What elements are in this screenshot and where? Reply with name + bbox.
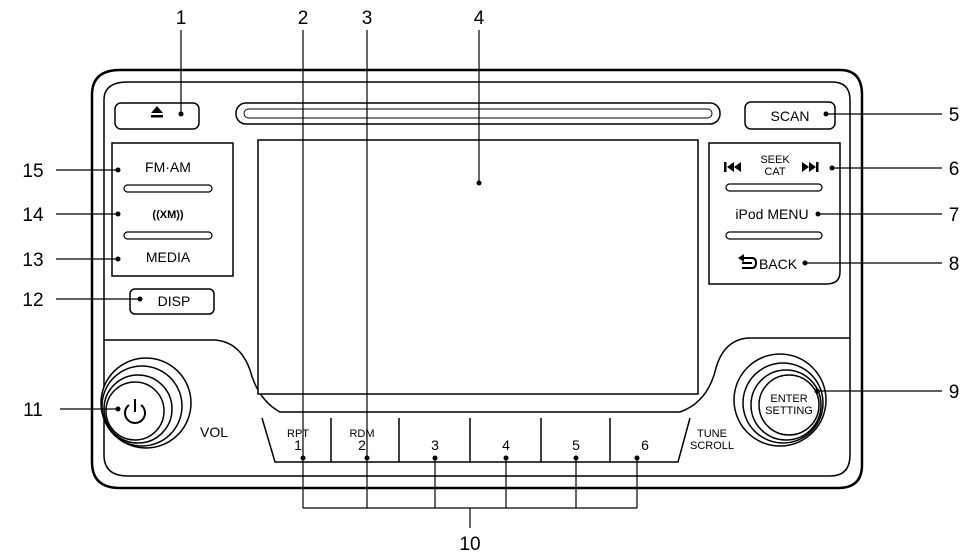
tune-label: TUNE [697, 428, 727, 440]
enter-label: ENTER [770, 393, 807, 405]
preset-button-6[interactable]: 6 [641, 437, 649, 453]
scroll-label: SCROLL [690, 440, 734, 452]
preset-number: 4 [502, 437, 510, 453]
back-arrow-icon [738, 254, 758, 269]
fm-am-label: FM·AM [145, 159, 191, 175]
xm-label: ((XM)) [152, 209, 183, 221]
right-button-group [708, 142, 841, 285]
preset-number: 1 [294, 437, 302, 453]
callout-5: 5 [949, 105, 960, 126]
unit-bezel [90, 68, 864, 490]
callout-13: 13 [22, 250, 43, 271]
display-screen [257, 139, 699, 395]
seek-label: SEEK [760, 154, 790, 166]
leader-lines [56, 30, 942, 528]
ipod-menu-button[interactable]: iPod MENU [735, 206, 808, 222]
media-label: MEDIA [146, 249, 191, 265]
preset-number: 3 [431, 437, 439, 453]
preset-button-4[interactable]: 4 [502, 437, 510, 453]
callout-1: 1 [176, 8, 187, 29]
callout-10: 10 [459, 534, 480, 555]
preset-strip [261, 417, 691, 463]
disp-button[interactable]: DISP [129, 288, 215, 315]
ipod-menu-label: iPod MENU [735, 206, 808, 222]
skip-forward-icon [802, 162, 819, 172]
scan-button[interactable]: SCAN [744, 101, 836, 130]
preset-sub-label: RPT [287, 428, 309, 440]
fm-am-button[interactable]: FM·AM [145, 159, 191, 175]
scan-label: SCAN [771, 108, 810, 124]
volume-knob[interactable] [100, 357, 192, 449]
leader-dots [115, 111, 835, 461]
power-icon [124, 399, 146, 424]
skip-back-icon [724, 162, 741, 172]
back-button[interactable]: BACK [738, 254, 798, 272]
preset-button-3[interactable]: 3 [431, 437, 439, 453]
preset-number: 2 [358, 437, 366, 453]
callout-6: 6 [949, 159, 960, 180]
left-button-group [111, 142, 234, 277]
eject-icon [151, 106, 163, 118]
xm-button[interactable]: ((XM)) [152, 209, 183, 221]
disp-label: DISP [158, 293, 191, 309]
disc-slot [235, 102, 721, 125]
callout-4: 4 [474, 8, 485, 29]
back-label: BACK [759, 256, 798, 272]
media-button[interactable]: MEDIA [146, 249, 191, 265]
seek-cat-button[interactable]: SEEK CAT [724, 154, 819, 178]
callout-7: 7 [949, 205, 960, 226]
callout-14: 14 [22, 205, 44, 226]
cat-label: CAT [764, 166, 785, 178]
callout-9: 9 [949, 382, 960, 403]
vol-label: VOL [200, 424, 228, 440]
setting-label: SETTING [765, 405, 813, 417]
preset-number: 5 [572, 437, 580, 453]
callout-8: 8 [949, 254, 960, 275]
preset-number: 6 [641, 437, 649, 453]
callout-12: 12 [22, 290, 43, 311]
eject-button[interactable] [114, 102, 200, 130]
preset-sub-label: RDM [349, 428, 374, 440]
callout-2: 2 [298, 8, 309, 29]
preset-button-5[interactable]: 5 [572, 437, 580, 453]
callout-11: 11 [23, 400, 43, 421]
callout-15: 15 [22, 161, 43, 182]
callout-3: 3 [362, 8, 373, 29]
tune-knob[interactable] [733, 353, 827, 447]
